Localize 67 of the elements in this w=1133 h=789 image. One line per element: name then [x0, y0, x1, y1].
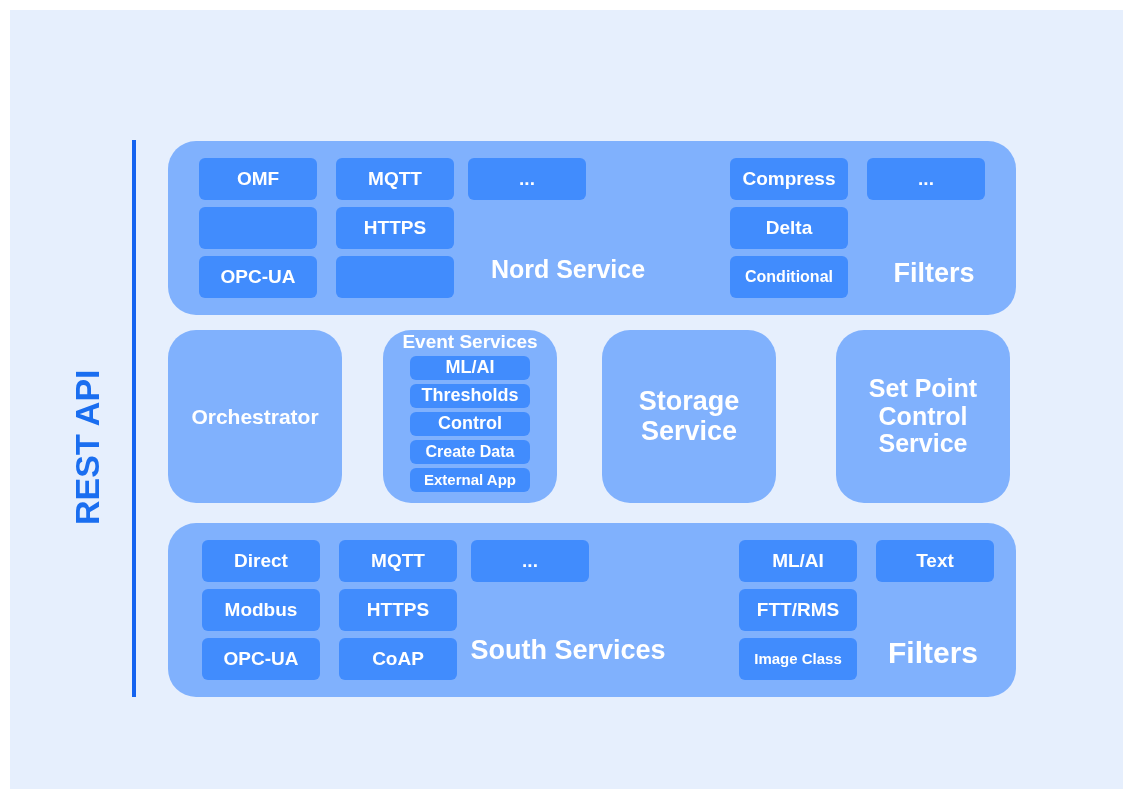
tag-box — [202, 540, 320, 582]
axis-label: REST API — [68, 369, 107, 525]
tag-box — [202, 638, 320, 680]
tag-label: OPC-UA — [220, 266, 296, 288]
tag-label: Direct — [234, 550, 288, 572]
tag-box — [468, 158, 586, 200]
service-box — [168, 330, 342, 503]
tag-box — [336, 207, 454, 249]
panel-title: Filters — [892, 259, 976, 289]
service-title: Set Point Control Service — [867, 375, 979, 458]
tag-label: Image Class — [754, 650, 842, 668]
tag-label: MQTT — [368, 168, 422, 190]
tag-label: Modbus — [224, 599, 298, 621]
tag-box — [199, 158, 317, 200]
tag-box — [730, 256, 848, 298]
panel-title: Nord Service — [489, 256, 647, 284]
service-box — [602, 330, 776, 503]
tag-label: ... — [522, 550, 538, 572]
tag-box — [471, 540, 589, 582]
tag-box — [339, 589, 457, 631]
tag-label: Delta — [765, 217, 813, 239]
tag-box — [739, 589, 857, 631]
tag-label: CoAP — [372, 648, 424, 670]
tag-label: External App — [424, 471, 516, 489]
tag-label: Compress — [742, 168, 836, 190]
tag-label: HTTPS — [363, 217, 427, 239]
tag-box — [730, 158, 848, 200]
service-panel — [168, 141, 1016, 315]
service-title: Orchestrator — [190, 404, 320, 429]
panel-title: Filters — [887, 636, 979, 669]
tag-box — [339, 638, 457, 680]
tag-box — [410, 440, 530, 464]
empty-tag-box — [199, 207, 317, 249]
tag-box — [410, 412, 530, 436]
tag-box — [876, 540, 994, 582]
tag-box — [410, 356, 530, 380]
tag-label: Control — [438, 414, 502, 434]
tag-box — [202, 589, 320, 631]
tag-box — [730, 207, 848, 249]
tag-box — [339, 540, 457, 582]
tag-box — [739, 638, 857, 680]
tag-label: ML/AI — [772, 550, 824, 572]
tag-box — [336, 158, 454, 200]
tag-label: Create Data — [425, 443, 515, 461]
panel-title: Event Services — [401, 332, 539, 353]
tag-label: OMF — [236, 168, 280, 190]
tag-label: Thresholds — [421, 386, 519, 406]
tag-box — [199, 256, 317, 298]
empty-tag-box — [336, 256, 454, 298]
panel-title: South Services — [469, 636, 667, 666]
tag-box — [867, 158, 985, 200]
service-panel — [168, 523, 1016, 697]
service-title: Storage Service — [637, 386, 741, 447]
service-box — [836, 330, 1010, 503]
tag-label: Conditional — [745, 268, 833, 286]
tag-label: OPC-UA — [223, 648, 299, 670]
tag-label: HTTPS — [366, 599, 430, 621]
tag-box — [739, 540, 857, 582]
tag-label: FTT/RMS — [756, 599, 840, 621]
tag-label: ... — [519, 168, 535, 190]
tag-label: Text — [916, 550, 954, 572]
tag-label: ML/AI — [445, 358, 495, 378]
tag-box — [410, 468, 530, 492]
service-panel — [383, 330, 557, 503]
tag-box — [410, 384, 530, 408]
tag-label: ... — [918, 168, 934, 190]
tag-label: MQTT — [371, 550, 425, 572]
